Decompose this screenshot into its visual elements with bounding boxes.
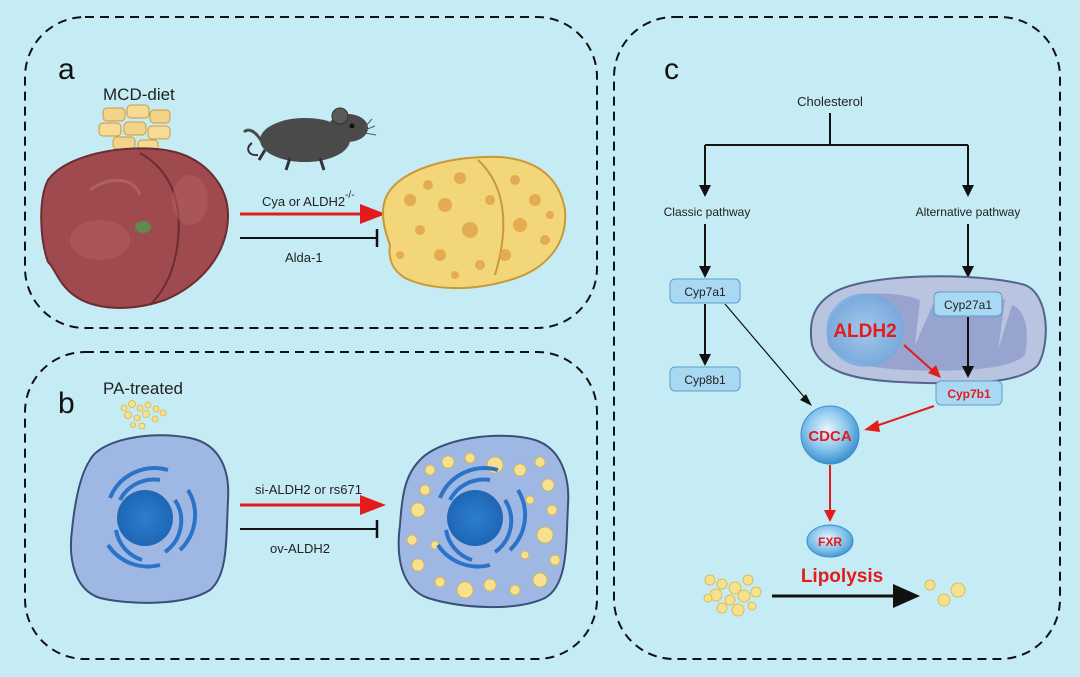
panel-b: b PA-treated si-ALDH2 or rs671 <box>24 351 598 660</box>
arrow-head <box>699 185 711 197</box>
arrow-head <box>962 185 974 197</box>
cyp7b1-node <box>935 380 1003 406</box>
cya-aldh2-label: Cya or ALDH2-/- <box>262 190 355 209</box>
red-arrow-head <box>360 204 386 224</box>
cell-icon <box>69 434 230 604</box>
cyp7b1-label: Cyp7b1 <box>947 387 991 401</box>
cyp27a1-node <box>933 291 1003 317</box>
lipolysis-label: Lipolysis <box>801 566 883 587</box>
ov-aldh2-label: ov-ALDH2 <box>270 541 330 556</box>
cyp27a1-label: Cyp27a1 <box>944 298 992 312</box>
alternative-pathway-label: Alternative pathway <box>916 205 1021 219</box>
si-aldh2-label: si-ALDH2 or rs671 <box>255 482 362 497</box>
cyp8b1-label: Cyp8b1 <box>684 373 726 387</box>
panel-a: a MCD-diet <box>24 16 598 329</box>
panel-c: c Cholesterol Classic pathway Alternativ… <box>613 16 1061 660</box>
cyp7a1-node <box>669 278 741 304</box>
fat-droplets-icon <box>924 579 966 607</box>
alda-1-label: Alda-1 <box>285 250 323 265</box>
red-arrow-head <box>928 365 941 378</box>
arrow-head <box>699 354 711 366</box>
red-arrow-head <box>824 510 836 522</box>
red-arrow-head <box>864 420 880 432</box>
arrow-head <box>800 394 812 406</box>
fxr-label: FXR <box>818 535 842 549</box>
arrow-head <box>962 366 974 378</box>
fat-droplets-icon <box>120 400 167 430</box>
pa-treated-label: PA-treated <box>103 379 183 398</box>
cyp8b1-node <box>669 366 741 392</box>
aldh2-label: ALDH2 <box>833 321 896 342</box>
fat-droplets-icon <box>703 574 762 617</box>
arrow-head <box>699 266 711 278</box>
cyp7a1-label: Cyp7a1 <box>684 285 726 299</box>
mouse-icon <box>242 107 377 171</box>
arrow-head <box>893 584 920 608</box>
cholesterol-label: Cholesterol <box>797 94 863 109</box>
food-pellets-icon <box>98 104 171 152</box>
classic-pathway-label: Classic pathway <box>664 205 751 219</box>
fxr-node <box>806 524 854 558</box>
lipid-laden-cell-icon <box>397 434 570 608</box>
cdca-label: CDCA <box>808 428 851 445</box>
panel-a-letter: a <box>58 53 75 86</box>
cdca-node <box>800 405 860 465</box>
red-arrow-head <box>360 495 386 515</box>
panel-b-letter: b <box>58 387 75 420</box>
panel-c-letter: c <box>664 53 679 86</box>
liver-icon <box>40 147 230 309</box>
fatty-liver-icon <box>381 155 567 290</box>
mcd-diet-label: MCD-diet <box>103 85 175 104</box>
arrow-head <box>962 266 974 278</box>
